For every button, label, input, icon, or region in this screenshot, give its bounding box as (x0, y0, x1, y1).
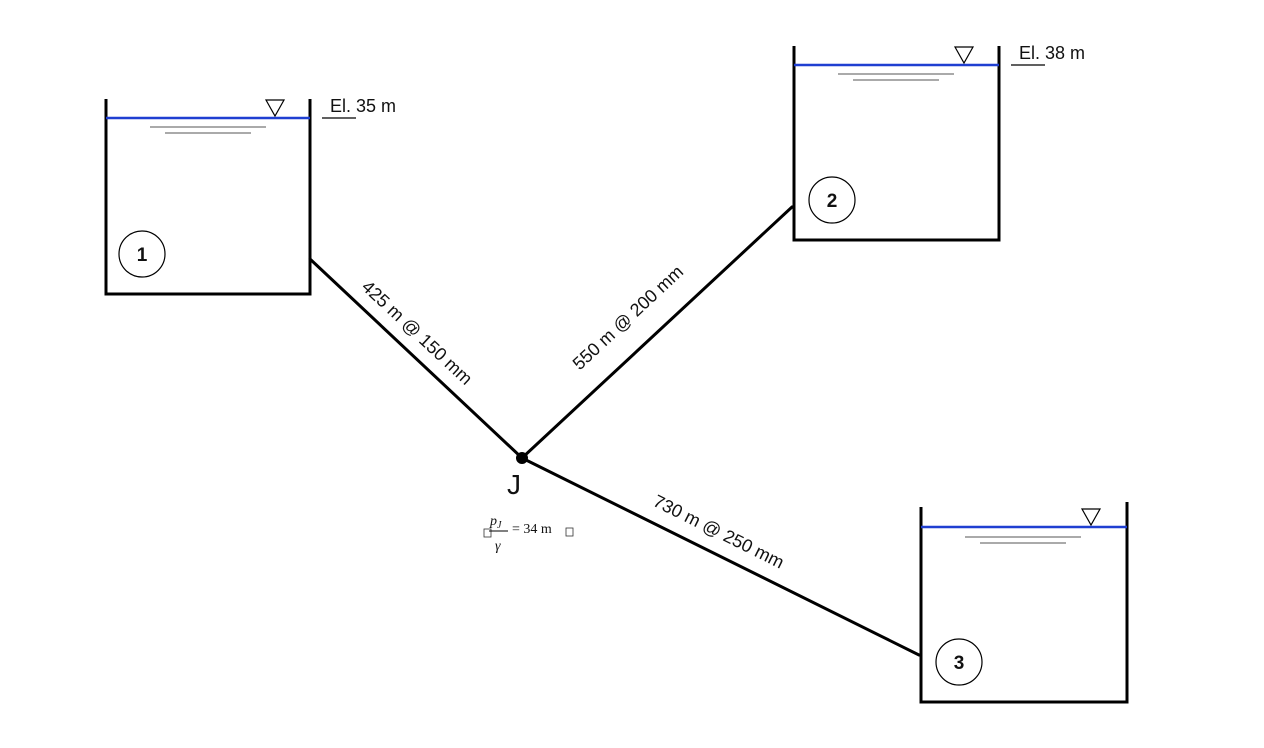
pressure-numerator: pJ (489, 514, 502, 531)
pipe-1-j (308, 257, 524, 460)
reservoir-3: 3 (919, 502, 1129, 704)
triangle-down-icon (1080, 508, 1102, 527)
junction-label: J (507, 469, 521, 500)
triangle-down-icon (264, 99, 286, 118)
reservoir-2-tank (792, 46, 1001, 242)
reservoir-3-tank (919, 502, 1129, 704)
pressure-denominator: γ (495, 539, 501, 554)
reservoir-1-elevation: El. 35 m (330, 96, 396, 116)
pipe-2-label: 550 m @ 200 mm (569, 261, 687, 373)
filled-circle-icon (516, 452, 528, 464)
pipes (308, 205, 921, 657)
pipe-j-2 (520, 205, 794, 460)
triangle-down-icon (953, 46, 975, 65)
reservoir-1-tank (104, 99, 312, 296)
reservoir-3-number: 3 (954, 653, 965, 674)
pressure-value: = 34 m (512, 522, 552, 537)
reservoir-1: El. 35 m 1 (104, 96, 396, 296)
reservoir-1-badge (118, 230, 166, 278)
reservoir-2-badge (808, 176, 856, 224)
pipe-j-3 (520, 456, 921, 657)
missing-glyph-box (565, 527, 574, 537)
reservoir-2-elevation: El. 38 m (1019, 43, 1085, 63)
reservoir-2-number: 2 (827, 191, 838, 212)
pipe-1-label: 425 m @ 150 mm (358, 276, 476, 388)
reservoir-3-badge (935, 638, 983, 686)
junction-pressure-head: pJ γ = 34 m (483, 514, 574, 554)
reservoir-1-number: 1 (137, 245, 148, 266)
junction: J pJ γ = 34 m (483, 452, 574, 554)
missing-glyph-box (483, 528, 492, 538)
reservoir-2: El. 38 m 2 (792, 43, 1085, 242)
